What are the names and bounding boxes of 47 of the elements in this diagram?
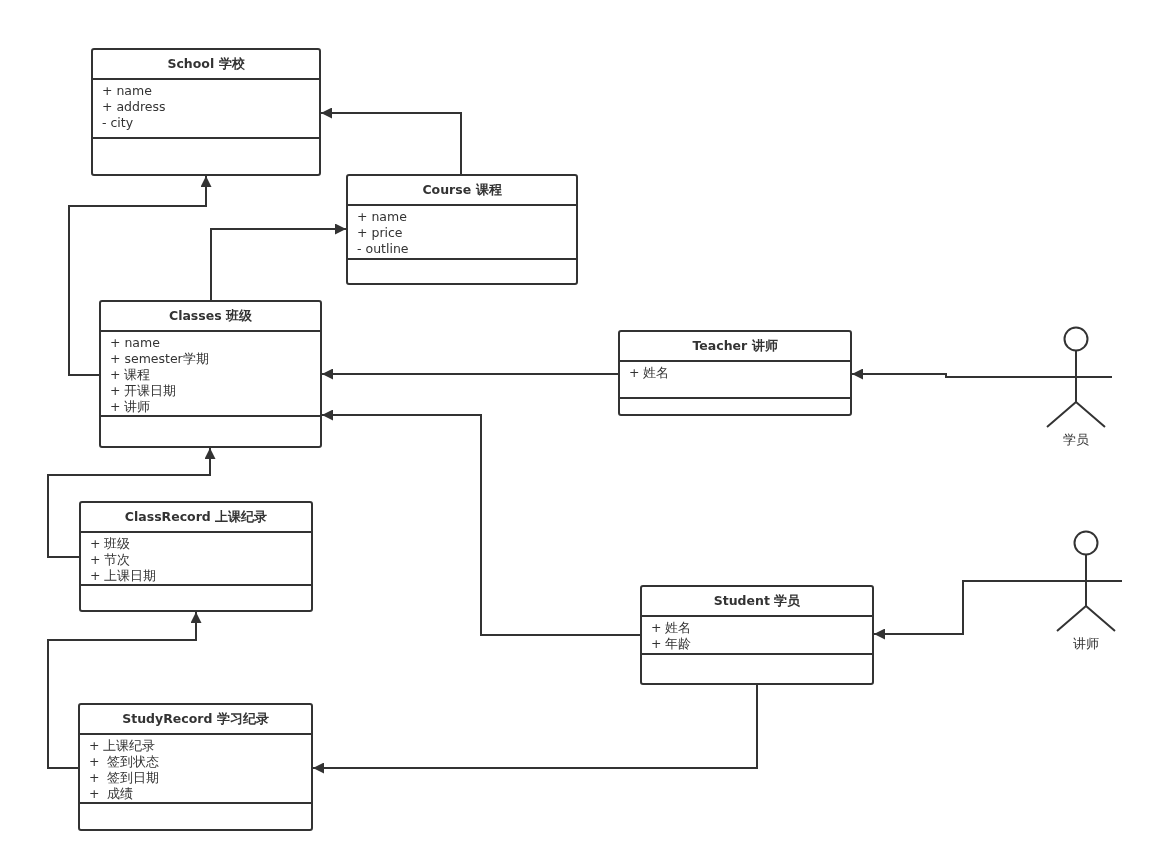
- attribute-text: + 课程: [110, 367, 152, 383]
- class-box: [640, 585, 874, 685]
- attribute-text: + name: [357, 209, 408, 225]
- attribute-text: - city: [102, 115, 135, 131]
- attribute-text: + name: [102, 83, 153, 99]
- attribute-text: + address: [102, 99, 167, 115]
- class-box: [99, 300, 322, 448]
- attribute-text: + 开课日期: [110, 383, 178, 399]
- attribute-text: + 年龄: [651, 636, 693, 652]
- arrow: [68, 175, 212, 376]
- attribute-text: + 上课纪录: [89, 738, 157, 754]
- arrow: [320, 107, 462, 175]
- class-box: [618, 330, 852, 416]
- attribute-text: + name: [110, 335, 161, 351]
- arrow: [321, 368, 619, 380]
- class-name: Teacher 讲师: [691, 337, 779, 355]
- attribute-text: + 班级: [90, 536, 132, 552]
- arrow: [47, 611, 202, 769]
- actor-name: 讲师: [1072, 636, 1100, 653]
- actor-name: 学员: [1062, 432, 1090, 449]
- attribute-text: + 成绩: [89, 786, 135, 802]
- class-name: StudyRecord 学习纪录: [121, 710, 270, 728]
- arrow: [312, 684, 758, 774]
- attribute-text: + 签到日期: [89, 770, 161, 786]
- class-name: School 学校: [166, 55, 246, 73]
- class-box: [91, 48, 321, 176]
- class-name: Classes 班级: [167, 307, 253, 325]
- attribute-text: + semester学期: [110, 351, 210, 367]
- class-name: Course 课程: [421, 181, 503, 199]
- attribute-text: + 姓名: [651, 620, 693, 636]
- arrow: [851, 368, 1041, 380]
- arrow: [873, 580, 1051, 640]
- attribute-text: + 讲师: [110, 399, 152, 415]
- attribute-text: + price: [357, 225, 404, 241]
- class-name: ClassRecord 上课纪录: [123, 508, 269, 526]
- class-box: [79, 501, 313, 612]
- arrow: [210, 223, 347, 301]
- class-box: [346, 174, 578, 285]
- attribute-text: + 姓名: [629, 365, 671, 381]
- attribute-text: + 节次: [90, 552, 132, 568]
- class-name: Student 学员: [712, 592, 802, 610]
- arrow: [321, 409, 641, 636]
- attribute-text: - outline: [357, 241, 410, 257]
- arrow: [47, 447, 216, 558]
- class-box: [78, 703, 313, 831]
- attribute-text: + 上课日期: [90, 568, 158, 584]
- attribute-text: + 签到状态: [89, 754, 161, 770]
